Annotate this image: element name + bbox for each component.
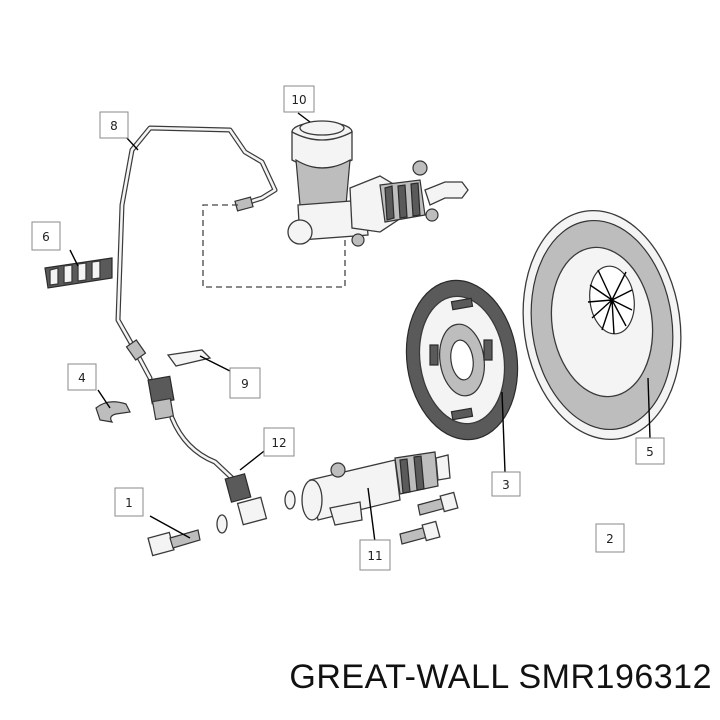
part-3-clutch-disc	[405, 279, 519, 441]
callout-label: 8	[110, 119, 118, 133]
callout-10: 10	[283, 85, 315, 113]
callout-label: 3	[502, 478, 510, 492]
callout-label: 6	[42, 230, 50, 244]
leader-lines	[69, 112, 651, 543]
part-1-bolt	[147, 490, 296, 557]
callout-11: 11	[359, 539, 391, 571]
callout-label: 12	[271, 436, 286, 450]
part-4-clip	[95, 401, 131, 423]
slave-cylinder-bolts	[399, 491, 459, 545]
part-number-title: GREAT-WALL SMR196312	[289, 658, 712, 696]
callout-label: 9	[241, 377, 249, 391]
part-5-pressure-plate	[522, 209, 682, 441]
callout-3: 3	[491, 471, 521, 497]
callout-label: 4	[78, 371, 86, 385]
part-9-retaining-clip	[166, 349, 212, 367]
callout-label: 1	[125, 496, 133, 510]
callout-5: 5	[635, 437, 665, 465]
callout-9: 9	[229, 367, 261, 399]
callout-6: 6	[31, 221, 61, 251]
callout-8: 8	[99, 111, 129, 139]
callout-label: 10	[291, 93, 306, 107]
part-10-master-cylinder	[287, 120, 469, 247]
callout-2: 2	[595, 523, 625, 553]
part-6-pipe-clip	[44, 257, 113, 289]
part-11-slave-cylinder	[301, 451, 451, 526]
part-8-hydraulic-pipe	[115, 125, 278, 381]
pipe-connection-dashed	[202, 204, 346, 288]
part-12-flexible-hose	[147, 375, 268, 526]
callout-label: 11	[367, 549, 382, 563]
callout-label: 2	[606, 532, 614, 546]
callout-1: 1	[114, 487, 144, 517]
callout-4: 4	[67, 363, 97, 391]
callout-label: 5	[646, 445, 654, 459]
callout-12: 12	[263, 427, 295, 457]
